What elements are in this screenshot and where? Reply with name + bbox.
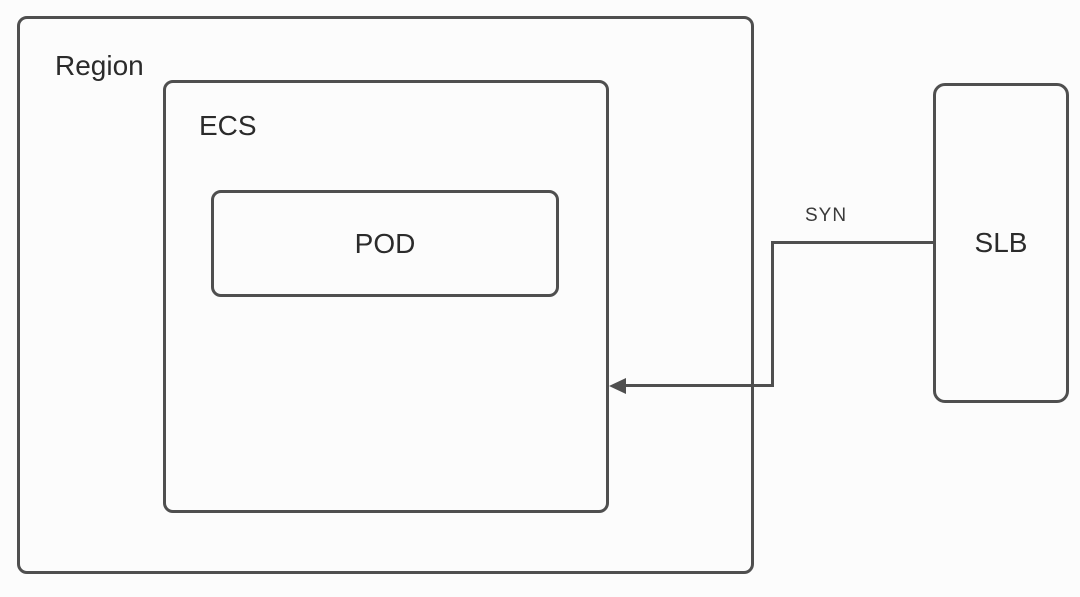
syn-edge-arrow-shaft: [623, 384, 774, 387]
slb-node-box: SLB: [933, 83, 1069, 403]
pod-node-label: POD: [354, 227, 416, 259]
syn-edge-vertical-segment: [771, 241, 774, 387]
left-arrowhead-icon: [609, 378, 626, 394]
slb-node-label: SLB: [974, 227, 1028, 258]
region-node-box: [17, 16, 754, 574]
ecs-node-box: [163, 80, 609, 513]
syn-edge-horizontal-segment: [771, 241, 933, 244]
ecs-node-label: ECS: [199, 110, 257, 141]
region-node-label: Region: [55, 50, 144, 81]
pod-node-box: POD: [211, 190, 559, 297]
syn-edge-label: SYN: [805, 205, 848, 226]
